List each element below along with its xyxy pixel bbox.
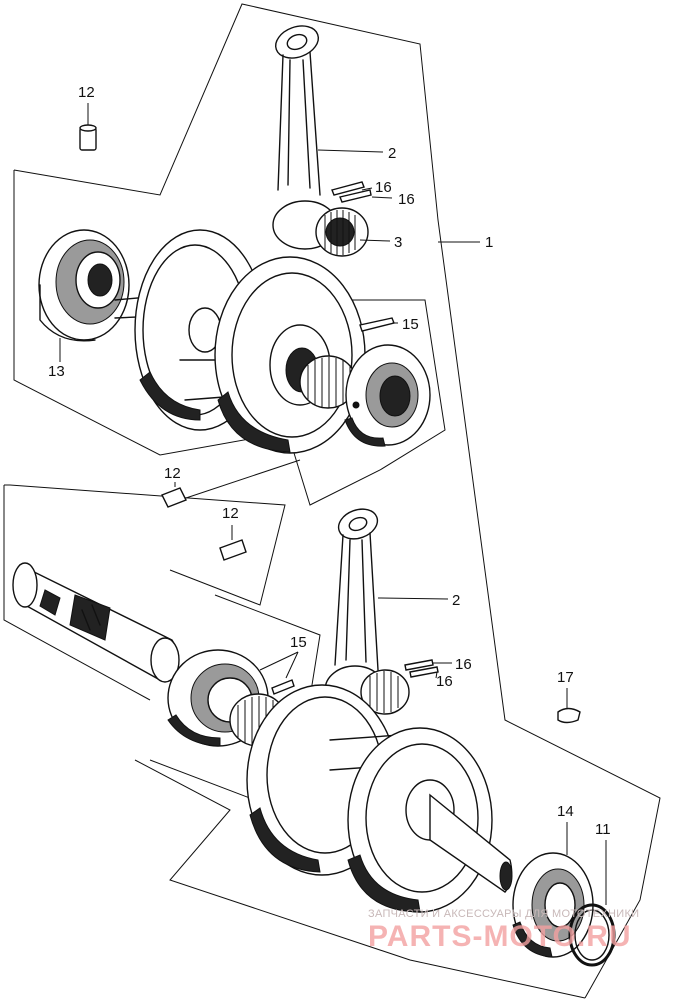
key-pin-15-lower (271, 679, 295, 695)
callout-12-top: 12 (78, 84, 95, 101)
dowel-upper-left (79, 124, 97, 151)
crank-flywheel-upper (114, 229, 366, 454)
dowel-middle (161, 487, 187, 508)
watermark-brand: PARTS-MOTO.RU (368, 920, 632, 953)
callout-16-lower-b: 16 (436, 673, 453, 690)
callout-17: 17 (557, 669, 574, 686)
key-pin-15-upper (359, 317, 395, 332)
callout-15-lower: 15 (290, 634, 307, 651)
callout-16-upper-b: 16 (398, 191, 415, 208)
callout-14: 14 (557, 803, 574, 820)
callout-2-lower: 2 (452, 592, 460, 609)
watermark: ЗАПЧАСТИ И АКСЕССУАРЫ ДЛЯ МОТОТЕХНИКИ PA… (368, 908, 639, 953)
crank-shaft-lower-left (12, 562, 180, 683)
leader-lines (59, 103, 607, 905)
callout-1: 1 (485, 234, 493, 251)
callout-3: 3 (394, 234, 402, 251)
watermark-tagline: ЗАПЧАСТИ И АКСЕССУАРЫ ДЛЯ МОТОТЕХНИКИ (368, 908, 639, 920)
callout-12-middle: 12 (164, 465, 181, 482)
callout-13: 13 (48, 363, 65, 380)
callout-16-lower-a: 16 (455, 656, 472, 673)
connecting-rod-upper (272, 25, 369, 257)
callout-11: 11 (595, 821, 611, 838)
callout-2-upper: 2 (388, 145, 396, 162)
callout-16-upper-a: 16 (375, 179, 392, 196)
circlip-11 (568, 903, 616, 967)
callout-15-upper: 15 (402, 316, 419, 333)
lock-pin-upper (331, 181, 372, 203)
bearing-14 (512, 852, 594, 958)
bearing-left-lower (167, 649, 269, 747)
callout-12-lower: 12 (222, 505, 239, 522)
callout-labels: 12 2 16 16 3 1 15 13 12 12 2 15 16 16 17… (48, 84, 611, 838)
lock-pin-lower (404, 659, 439, 678)
connecting-rod-lower (324, 508, 410, 715)
woodruff-key-17 (557, 707, 581, 724)
crank-flywheel-lower (246, 684, 513, 913)
bearing-right-upper (344, 344, 431, 447)
dowel-lower (219, 539, 247, 561)
bearing-left-upper (38, 229, 130, 342)
